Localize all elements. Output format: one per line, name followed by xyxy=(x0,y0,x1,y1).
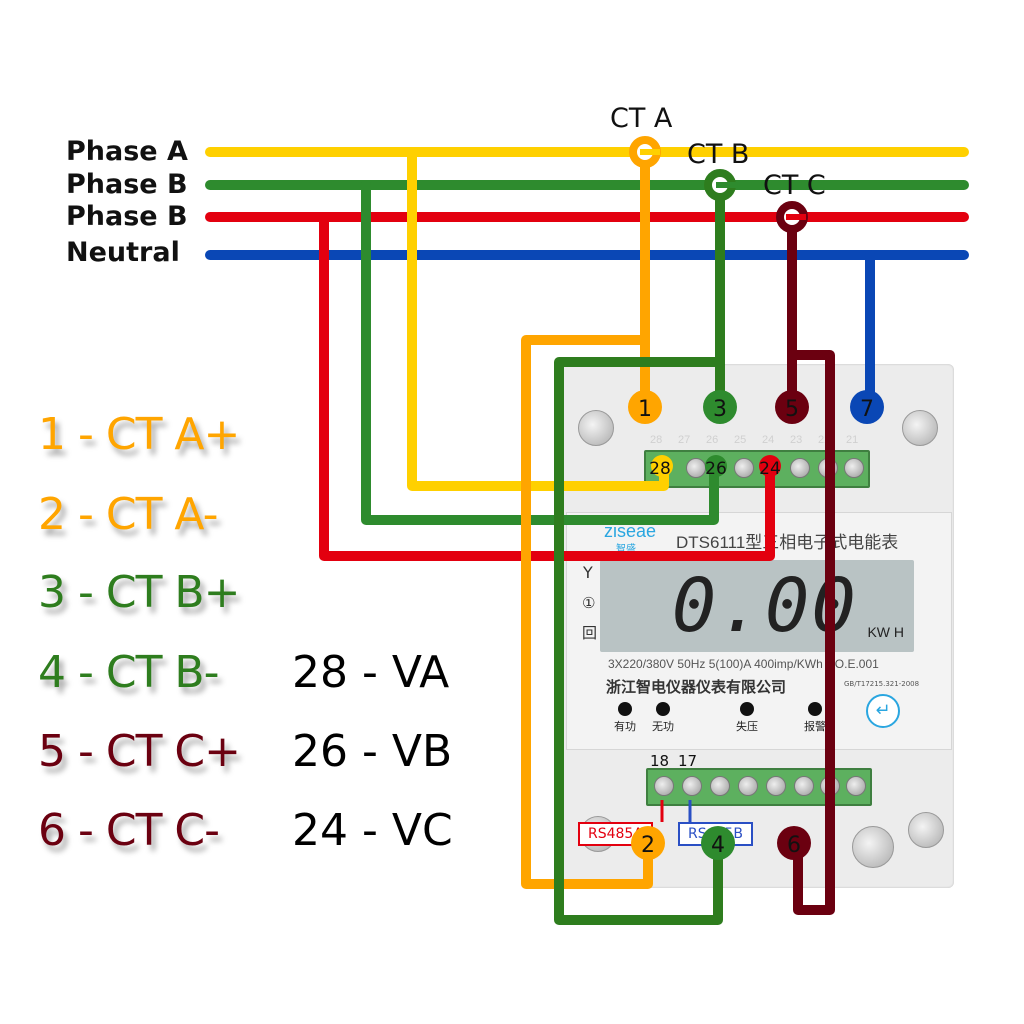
phase-a-label: Phase A xyxy=(66,136,188,167)
ct-a-minus-wire xyxy=(521,335,653,889)
meter-model: DTS6111型三相电子式电能表 xyxy=(676,533,899,552)
terminal-screw-21 xyxy=(844,458,864,478)
brand-logo: ziseae xyxy=(604,521,657,541)
terminal-screw-16 xyxy=(710,776,730,796)
terminal-screw-11 xyxy=(846,776,866,796)
terminal-28-label: 28 xyxy=(649,459,671,479)
led-label: 无功 xyxy=(652,720,674,733)
terminal-24-label: 24 xyxy=(759,459,781,479)
pin-1-label: 1 xyxy=(638,397,652,422)
pin-3 xyxy=(703,390,737,424)
pin-6 xyxy=(777,826,811,860)
pin-7-label: 7 xyxy=(860,397,874,422)
star-connection-icon: Y xyxy=(583,563,593,582)
pin-4 xyxy=(701,826,735,860)
terminal-28-marker xyxy=(651,455,673,477)
vc-wire xyxy=(319,212,775,561)
ct-b-minus-wire xyxy=(554,357,725,925)
ct-c-minus-wire xyxy=(787,350,835,915)
terminal-number: 23 xyxy=(790,434,803,446)
enter-button-icon[interactable]: ↵ xyxy=(866,694,900,728)
pin-5-label: 5 xyxy=(785,397,799,422)
terminal-number: 21 xyxy=(846,434,859,446)
mount-screw-top-right xyxy=(902,410,938,446)
manufacturer: 浙江智电仪器仪表有限公司 xyxy=(606,678,787,696)
legend-ct-b-plus: 3 - CT B+ xyxy=(38,567,240,618)
terminal-screw-23 xyxy=(790,458,810,478)
led-reactive xyxy=(656,702,670,716)
terminal-number: 27 xyxy=(678,434,691,446)
mount-screw-bottom-center xyxy=(852,826,894,868)
pin-2-label: 2 xyxy=(641,833,655,858)
led-active xyxy=(618,702,632,716)
led-label: 失压 xyxy=(736,720,758,733)
terminal-label-18: 18 xyxy=(650,752,670,770)
vb-wire xyxy=(361,180,719,525)
ct-c-label: CT C xyxy=(763,170,826,201)
led-voltage-loss xyxy=(740,702,754,716)
terminal-26-label: 26 xyxy=(705,459,727,479)
pin-1 xyxy=(628,390,662,424)
mount-screw-top-left xyxy=(578,410,614,446)
terminal-label-17: 17 xyxy=(678,752,698,770)
terminal-screw-13 xyxy=(794,776,814,796)
neutral-label: Neutral xyxy=(66,237,180,268)
terminal-number: 28 xyxy=(650,434,663,446)
class-one-icon: ① xyxy=(582,594,596,612)
legend-ct-c-minus: 6 - CT C- xyxy=(38,805,220,856)
terminal-number: 24 xyxy=(762,434,775,446)
brand-logo-cn: 智盛 xyxy=(616,544,636,555)
legend-va: 28 - VA xyxy=(292,647,450,698)
legend-ct-a-minus: 2 - CT A- xyxy=(38,489,218,540)
pin-2 xyxy=(631,826,665,860)
terminal-number: 26 xyxy=(706,434,719,446)
led-label: 有功 xyxy=(614,720,636,733)
led-alarm xyxy=(808,702,822,716)
led-label: 报警 xyxy=(804,720,826,733)
legend-ct-c-plus: 5 - CT C+ xyxy=(38,726,241,777)
ct-b-label: CT B xyxy=(687,139,750,170)
phase-c-label: Phase B xyxy=(66,201,188,232)
mount-screw-bottom-right xyxy=(908,812,944,848)
terminal-screw-25 xyxy=(734,458,754,478)
legend-ct-a-plus: 1 - CT A+ xyxy=(38,409,240,460)
terminal-number: 25 xyxy=(734,434,747,446)
va-wire xyxy=(407,147,669,491)
meter-spec: 3X220/380V 50Hz 5(100)A 400imp/KWh NO.E.… xyxy=(608,657,879,671)
terminal-screw-15 xyxy=(738,776,758,796)
energy-unit: KW H xyxy=(867,624,904,640)
legend-ct-b-minus: 4 - CT B- xyxy=(38,647,219,698)
ct-a-label: CT A xyxy=(610,103,673,134)
legend-vc: 24 - VC xyxy=(292,805,453,856)
pin-4-label: 4 xyxy=(711,833,725,858)
pin-5 xyxy=(775,390,809,424)
pin-7 xyxy=(850,390,884,424)
pin-6-label: 6 xyxy=(787,833,801,858)
standard-code: GB/T17215.321-2008 xyxy=(844,680,920,688)
terminal-24-marker xyxy=(759,455,781,477)
legend-vb: 26 - VB xyxy=(292,726,453,777)
terminal-screw-18 xyxy=(654,776,674,796)
terminal-26-marker xyxy=(705,455,727,477)
pin-3-label: 3 xyxy=(713,397,727,422)
double-insulation-icon: 回 xyxy=(582,624,598,642)
terminal-screw-17 xyxy=(682,776,702,796)
phase-b-label: Phase B xyxy=(66,169,188,200)
terminal-screw-14 xyxy=(766,776,786,796)
